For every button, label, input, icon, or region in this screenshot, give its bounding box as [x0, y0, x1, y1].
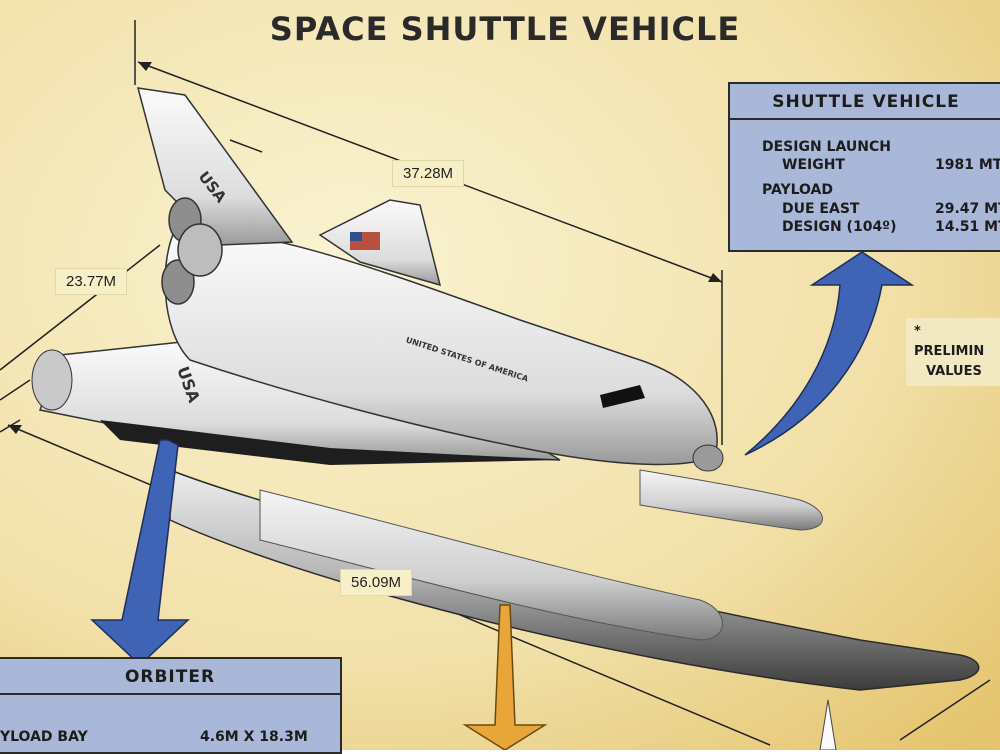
orbiter-panel-header: ORBITER [0, 659, 340, 695]
orbiter-fuselage [164, 228, 718, 466]
design-label: DESIGN (104º) [782, 219, 897, 235]
solid-rocket-booster [259, 489, 723, 641]
arrow-white [819, 699, 837, 750]
launch-weight-value: 1981 MT [935, 157, 1000, 173]
booster-nozzle [31, 349, 73, 411]
main-engines [161, 197, 223, 305]
shuttle-vehicle-panel: SHUTTLE VEHICLE DESIGN LAUNCH WEIGHT 198… [728, 82, 1000, 252]
note-line-2: VALUES [926, 364, 982, 379]
note-line-1: * PRELIMIN [914, 324, 985, 359]
design-value: 14.51 MT [935, 219, 1000, 235]
orbiter-tail [136, 87, 294, 246]
wing-underside [100, 420, 560, 465]
page-title: SPACE SHUTTLE VEHICLE [269, 10, 741, 48]
payload-label: PAYLOAD [762, 182, 834, 198]
payload-bay-value: 4.6M X 18.3M [200, 729, 308, 745]
dimension-span: 23.77M [55, 268, 128, 295]
launch-label-1: DESIGN LAUNCH [762, 139, 891, 155]
solid-rocket-booster-far [639, 469, 823, 531]
orbiter-panel: ORBITER YLOAD BAY 4.6M X 18.3M [0, 657, 342, 754]
due-east-label: DUE EAST [782, 201, 860, 217]
dimension-arrowheads [8, 62, 722, 434]
arrow-orange [462, 604, 548, 750]
cockpit-windows [600, 385, 645, 408]
orbiter-nose [692, 444, 724, 472]
shuttle-panel-header: SHUTTLE VEHICLE [730, 84, 1000, 120]
launch-label-2: WEIGHT [782, 157, 845, 173]
dimension-length-total: 56.09M [340, 569, 413, 596]
dimension-length-top: 37.28M [392, 160, 465, 187]
payload-bay-label: YLOAD BAY [0, 729, 88, 745]
preliminary-note: * PRELIMIN VALUES [906, 318, 1000, 386]
due-east-value: 29.47 MT [935, 201, 1000, 217]
arrow-to-shuttle-panel [744, 251, 915, 456]
